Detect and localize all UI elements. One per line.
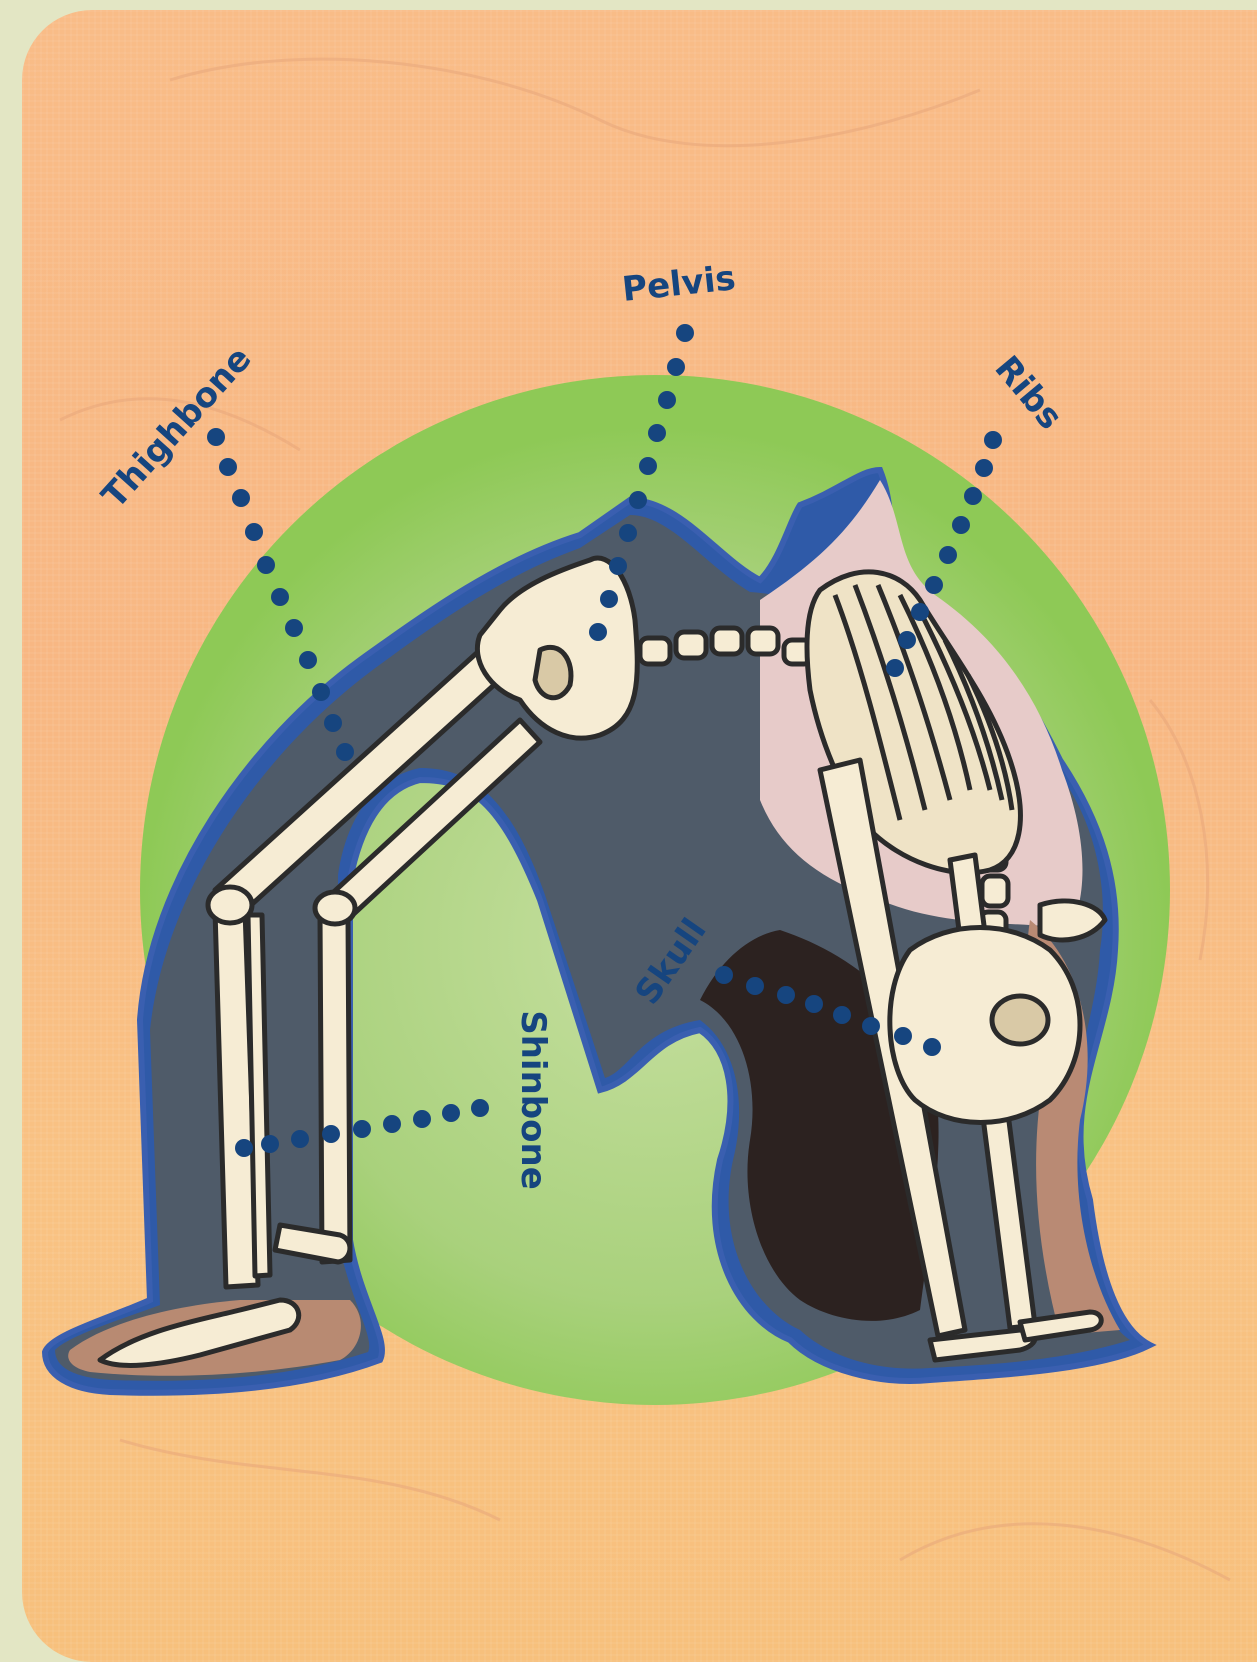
ribs-label: Ribs: [987, 349, 1071, 438]
shinbone-label: Shinbone: [513, 1010, 553, 1190]
pelvis-label: Pelvis: [620, 258, 737, 310]
thighbone-label: Thighbone: [94, 339, 259, 516]
